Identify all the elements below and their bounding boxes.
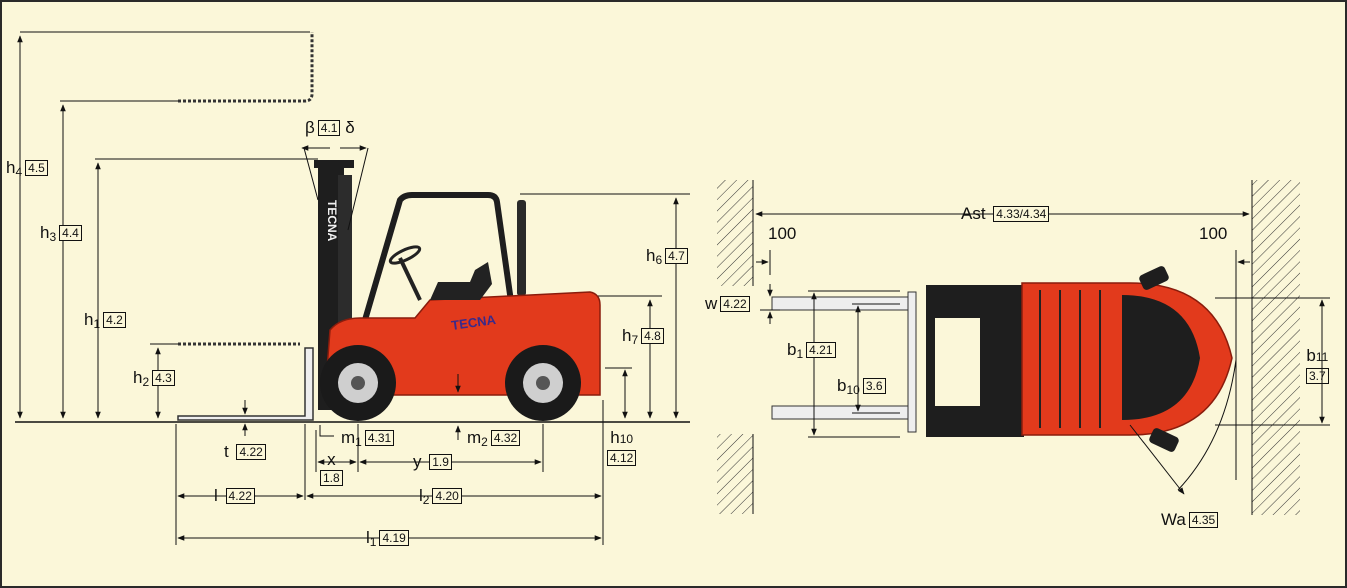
turning-arc — [1177, 359, 1237, 491]
fork-carriage — [907, 291, 917, 433]
svg-text:TECNA: TECNA — [450, 312, 497, 333]
label-l: l 4.22 — [214, 486, 255, 506]
left-wall-lower — [717, 434, 753, 514]
label-t: t 4.22 — [224, 442, 266, 462]
raised-fork-outline — [178, 32, 314, 103]
label-clearance-left: 100 — [768, 224, 797, 243]
overhead-guard — [362, 192, 518, 331]
svg-text:TECNA: TECNA — [325, 200, 339, 242]
label-b11: b11 3.7 — [1306, 346, 1329, 384]
label-ast: Ast 4.33/4.34 — [961, 204, 1050, 224]
label-y: y 1.9 — [413, 452, 452, 472]
fork-lowered — [177, 347, 314, 421]
label-h10: h10 4.12 — [607, 428, 637, 467]
side-view: TECNA TECNA — [15, 31, 690, 545]
right-wall — [1252, 180, 1300, 515]
label-clearance-right: 100 — [1199, 224, 1228, 243]
front-wheel — [320, 345, 396, 421]
rear-wheel — [505, 345, 581, 421]
left-wall-upper — [717, 180, 753, 286]
top-view — [717, 180, 1330, 515]
label-x: x 1.8 — [320, 450, 343, 487]
